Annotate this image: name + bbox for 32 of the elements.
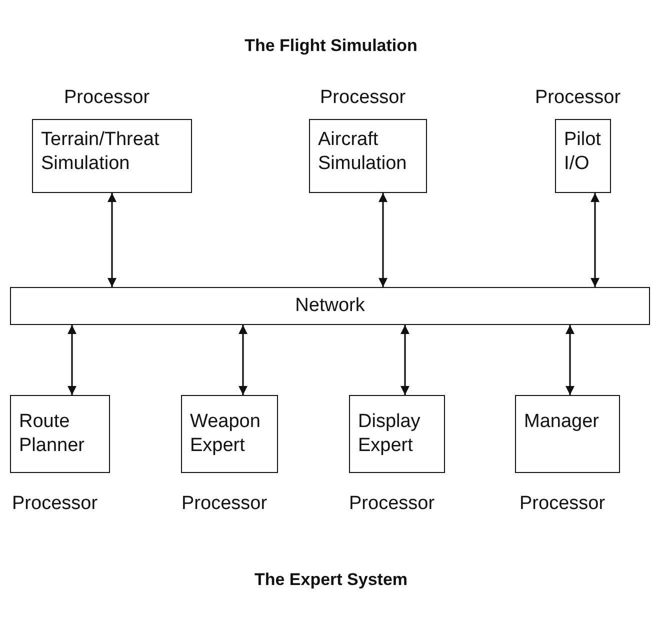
processor-box [349,395,445,473]
processor-box [10,395,110,473]
diagram-caption: The Expert System [254,570,408,590]
processor-box [32,119,192,193]
box-label: Manager [524,410,600,434]
processor-label: Processor [320,87,406,109]
double-arrow [238,325,248,395]
network-bar [10,287,650,325]
processor-label: Processor [12,493,98,515]
processor-box [515,395,620,473]
processor-label: Processor [535,87,621,109]
double-arrow [566,325,574,395]
double-arrow [400,325,410,395]
box-label: Network [295,294,365,318]
double-arrow [378,193,388,287]
processor-label: Processor [182,493,268,515]
box-label: Display Expert [358,410,422,458]
processor-box [555,119,611,193]
processor-label: Processor [64,87,150,109]
box-label: Weapon Expert [190,410,262,458]
box-label: Route Planner [19,410,86,458]
box-label: Terrain/Threat Simulation [41,128,160,176]
processor-label: Processor [520,493,606,515]
processor-box [181,395,278,473]
diagram-title: The Flight Simulation [244,36,418,56]
box-label: Aircraft Simulation [318,128,408,176]
double-arrow [108,193,116,287]
double-arrow [68,325,76,395]
processor-box [309,119,427,193]
box-label: Pilot I/O [564,128,602,176]
double-arrow [590,193,600,287]
processor-label: Processor [349,493,435,515]
